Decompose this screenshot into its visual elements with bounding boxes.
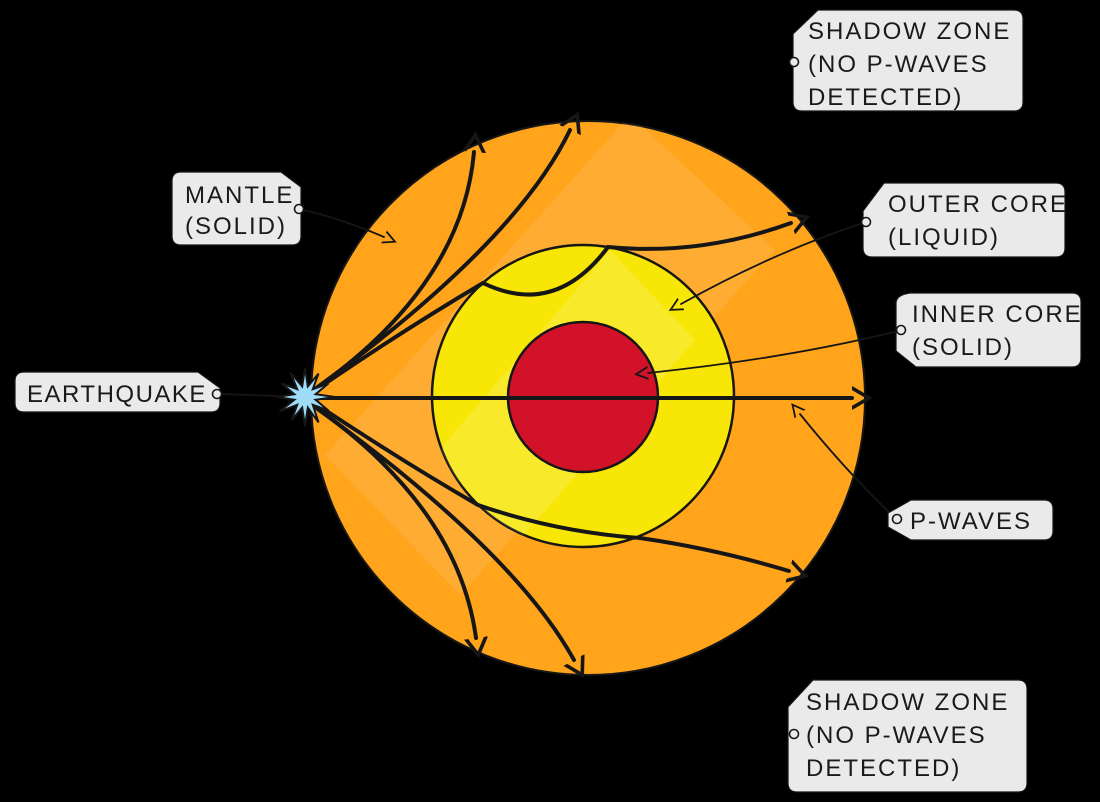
label-text-line: P-WAVES: [910, 508, 1032, 535]
label-tag-hole: [211, 388, 223, 400]
p-wave-rays: [306, 130, 852, 660]
p-wave-ray-top-refracted: [308, 223, 791, 396]
label-tag-shape: [14, 371, 221, 413]
label-text-line: DETECTED): [808, 84, 963, 111]
mantle-pointer-arrow: [298, 208, 384, 237]
label-inner-core: INNER CORE (SOLID): [895, 292, 1083, 368]
label-tag-shape: [862, 182, 1066, 258]
label-tag-hole: [788, 728, 800, 740]
label-text-line: INNER CORE: [912, 301, 1083, 328]
label-text-line: (SOLID): [912, 334, 1014, 361]
label-tag-hole: [293, 203, 305, 215]
label-text-line: SHADOW ZONE: [808, 18, 1011, 45]
label-tag-hole: [788, 56, 800, 68]
p-wave-ray-bottom-2: [306, 400, 574, 660]
label-tag-hole: [895, 324, 907, 336]
label-text-line: EARTHQUAKE: [27, 381, 207, 408]
outer-core-pointer-arrow: [681, 221, 867, 304]
label-pointers: [221, 208, 899, 517]
label-text-line: DETECTED): [806, 755, 961, 782]
label-shadow-zone-bottom: SHADOW ZONE (NO P-WAVES DETECTED): [787, 679, 1028, 793]
label-tag-shape: [792, 9, 1024, 112]
label-text-line: OUTER CORE: [888, 191, 1068, 218]
label-tag-shape: [887, 499, 1054, 541]
label-tag-shape: [895, 292, 1082, 368]
label-shadow-zone-top: SHADOW ZONE (NO P-WAVES DETECTED): [788, 9, 1024, 112]
label-tag-hole: [860, 216, 872, 228]
p-wave-ray-top-2: [306, 130, 570, 396]
label-text-line: (LIQUID): [888, 224, 1000, 251]
label-text-line: (NO P-WAVES: [808, 51, 989, 78]
label-text-line: MANTLE: [185, 182, 294, 209]
label-mantle: MANTLE (SOLID): [171, 171, 305, 246]
p-wave-ray-bottom-refracted: [308, 398, 789, 571]
label-tag-shape: [787, 679, 1028, 793]
label-outer-core: OUTER CORE (LIQUID): [860, 182, 1068, 258]
inner-core-pointer-arrow: [648, 330, 899, 373]
label-tag-shape: [171, 171, 302, 246]
label-earthquake: EARTHQUAKE: [14, 371, 223, 413]
earthquake-star-icon: [276, 367, 336, 427]
p-waves-pointer-arrow: [800, 414, 894, 517]
label-text-line: (SOLID): [185, 213, 287, 240]
label-text-line: (NO P-WAVES: [806, 722, 987, 749]
earthquake-pointer-line: [221, 393, 279, 397]
label-text-line: SHADOW ZONE: [806, 689, 1009, 716]
label-p-waves: P-WAVES: [887, 499, 1054, 541]
label-tag-hole: [891, 513, 903, 525]
